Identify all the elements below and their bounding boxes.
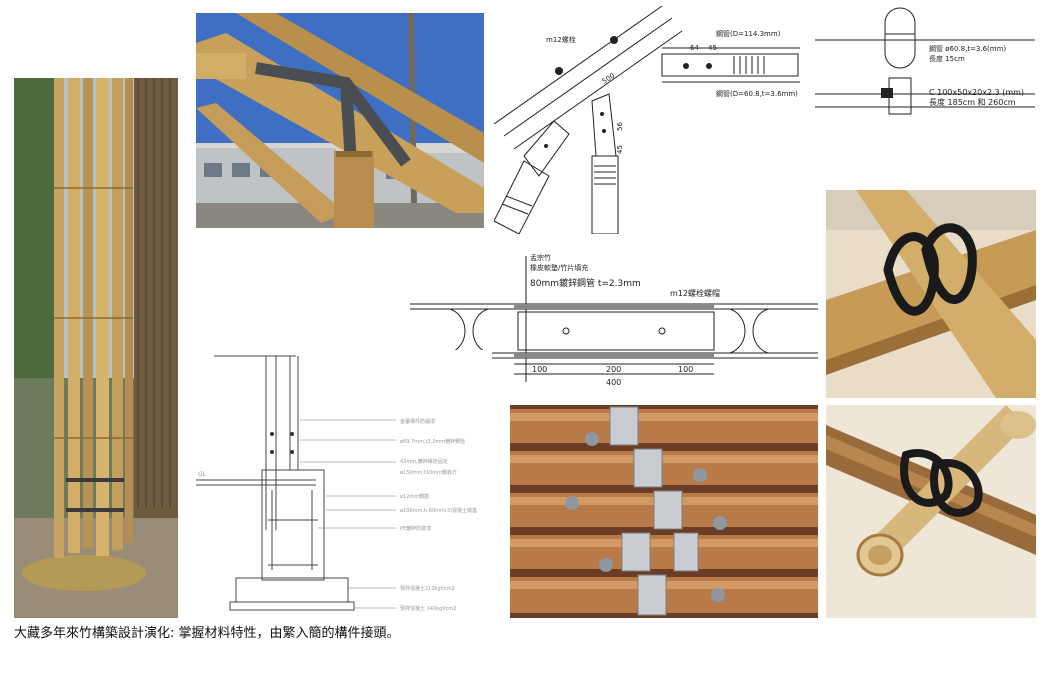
rope-tie-photo bbox=[826, 190, 1036, 398]
beam-dim-right: 100 bbox=[678, 365, 693, 374]
steel-joint-photo bbox=[196, 13, 484, 228]
beam-section-svg: 孟宗竹 橡皮軟墊/竹片填充 80mm鍍鋅鋼管 t=2.3mm m12螺栓螺帽 1… bbox=[410, 253, 818, 387]
roof-dim-a: 64 bbox=[690, 44, 699, 52]
roof-dim-e: 45 bbox=[616, 145, 624, 154]
beam-label-3: 80mm鍍鋅鋼管 t=2.3mm bbox=[530, 277, 641, 289]
rope-tie-end-illustration bbox=[826, 405, 1036, 618]
foundation-note-3: 43mm,鍍鋅螺栓固定 bbox=[400, 458, 448, 465]
bamboo-columns-illustration bbox=[14, 78, 178, 618]
beam-dim-mid: 200 bbox=[606, 365, 621, 374]
pipe-bottom-spec: C 100x50x20x2.3 (mm) bbox=[929, 88, 1024, 97]
beam-label-1: 孟宗竹 bbox=[530, 253, 551, 262]
foundation-gl-mark: GL bbox=[198, 471, 207, 478]
roof-joint-svg: m12螺栓 鋼管(D=114.3mm) 鋼管(D=60.8,t=3.6mm) 6… bbox=[494, 6, 800, 234]
beam-label-2: 橡皮軟墊/竹片填充 bbox=[530, 263, 588, 272]
foundation-note-6: ø100mm,h:60mm(3)混凝土墩基 bbox=[400, 507, 477, 514]
foundation-note-7: PE鍍鋅防腐漆 bbox=[400, 525, 431, 532]
pipe-top-spec: 鋼管 ø60.8,t=3.6(mm) bbox=[929, 44, 1006, 53]
rope-tie-illustration bbox=[826, 190, 1036, 398]
clamp-bundle-photo bbox=[510, 405, 818, 618]
roof-dim-b: 45 bbox=[708, 44, 717, 52]
pipe-top-length: 長度 15cm bbox=[929, 54, 965, 63]
bamboo-columns-photo bbox=[14, 78, 178, 618]
roof-joint-drawing: m12螺栓 鋼管(D=114.3mm) 鋼管(D=60.8,t=3.6mm) 6… bbox=[494, 6, 800, 234]
pipe-spec-svg: 鋼管 ø60.8,t=3.6(mm) 長度 15cm C 100x50x20x2… bbox=[815, 7, 1035, 115]
foundation-drawing: GL 金屬構件防鏽漆 ø89.7mm,t3.2mm鍍鋅鋼管 43mm,鍍鋅螺栓固… bbox=[196, 350, 492, 618]
foundation-note-9: 預拌混凝土 140kgf/cm2 bbox=[400, 605, 456, 612]
foundation-note-1: 金屬構件防鏽漆 bbox=[400, 418, 435, 425]
beam-dim-total: 400 bbox=[606, 378, 621, 387]
clamp-bundle-illustration bbox=[510, 405, 818, 618]
roof-bolt-label: m12螺栓 bbox=[546, 35, 576, 44]
roof-pipe-mid-label: 鋼管(D=60.8,t=3.6mm) bbox=[716, 89, 798, 98]
roof-pipe-top-label: 鋼管(D=114.3mm) bbox=[716, 29, 781, 38]
figure-caption: 大藏多年來竹構築設計演化: 掌握材料特性，由繁入簡的構件接頭。 bbox=[14, 626, 400, 641]
foundation-note-8: 預拌混凝土210kgf/cm2 bbox=[400, 585, 455, 592]
foundation-svg: GL 金屬構件防鏽漆 ø89.7mm,t3.2mm鍍鋅鋼管 43mm,鍍鋅螺栓固… bbox=[196, 355, 477, 612]
pipe-bottom-length: 長度 185cm 和 260cm bbox=[929, 97, 1016, 107]
roof-dim-d: 56 bbox=[616, 122, 624, 131]
beam-dim-left: 100 bbox=[532, 365, 547, 374]
rope-tie-end-photo bbox=[826, 405, 1036, 618]
beam-label-4: m12螺栓螺帽 bbox=[670, 288, 720, 298]
steel-joint-illustration bbox=[196, 13, 484, 228]
pipe-spec-drawing: 鋼管 ø60.8,t=3.6(mm) 長度 15cm C 100x50x20x2… bbox=[815, 4, 1035, 116]
foundation-note-2: ø89.7mm,t3.2mm鍍鋅鋼管 bbox=[400, 438, 465, 445]
foundation-note-4: ø150mm,t10mm鋼板方 bbox=[400, 469, 457, 476]
roof-dim-c: 500 bbox=[601, 72, 617, 86]
foundation-note-5: ø12mm鋼筋 bbox=[400, 493, 429, 500]
